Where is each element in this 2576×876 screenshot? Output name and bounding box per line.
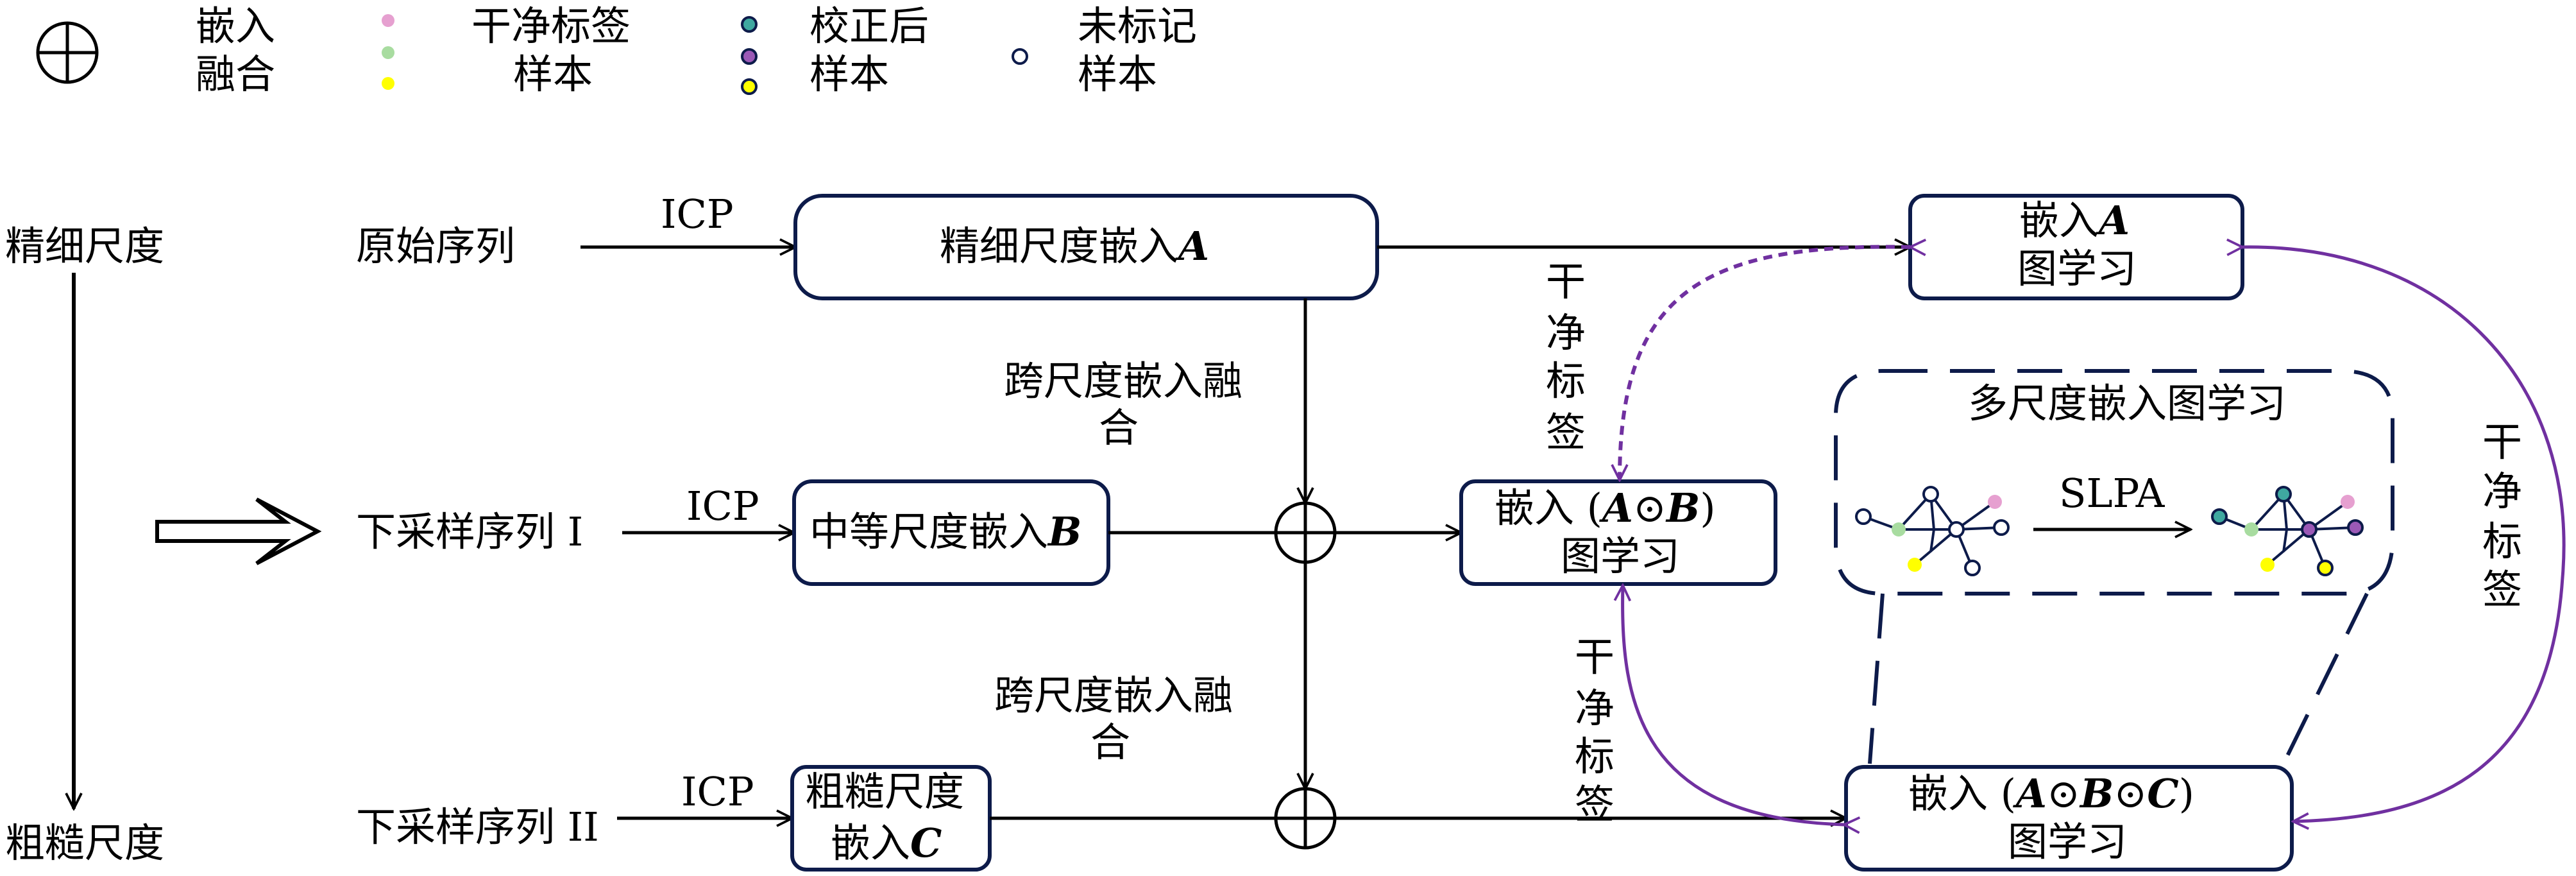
svg-text:标: 标 xyxy=(2482,518,2522,565)
svg-text:干: 干 xyxy=(2482,418,2522,465)
graph-ab-label-1: 嵌入 (A⊙B) xyxy=(1495,485,1716,531)
yellow-dot-icon xyxy=(382,77,394,90)
icp-label-2: ICP xyxy=(686,483,759,529)
legend-clean-label-2: 样本 xyxy=(513,51,593,98)
graph-abc-box: 嵌入 (A⊙B⊙C) 图学习 xyxy=(1844,765,2294,872)
fusion-symbol-icon xyxy=(36,21,99,84)
medium-embedding-label: 中等尺度嵌入B xyxy=(809,508,1081,555)
svg-text:净: 净 xyxy=(2482,468,2522,515)
legend-corrected-label-1: 校正后 xyxy=(809,3,929,49)
teal-dot-icon xyxy=(741,16,758,33)
clean-label-dotted-link xyxy=(1620,247,1910,480)
legend: 嵌入 融合 干净标签 样本 校正后 样本 未标记 样本 xyxy=(36,3,1197,98)
graph-ab-box: 嵌入 (A⊙B) 图学习 xyxy=(1459,479,1777,586)
svg-text:标: 标 xyxy=(1575,733,1614,780)
coarse-embedding-label-1: 粗糙尺度 xyxy=(805,768,964,815)
graph-a-label-2: 图学习 xyxy=(2017,245,2137,292)
svg-text:标: 标 xyxy=(1546,357,1586,404)
icp-label-3: ICP xyxy=(681,768,754,815)
fine-scale-label: 精细尺度 xyxy=(5,223,164,270)
fine-embedding-box: 精细尺度嵌入A xyxy=(793,194,1379,300)
downsample-sequence-2-label: 下采样序列 II xyxy=(356,803,599,850)
cross-fusion-label-2a: 跨尺度嵌入融 xyxy=(994,672,1233,719)
graph-abc-label-2: 图学习 xyxy=(2008,818,2127,865)
original-sequence-label: 原始序列 xyxy=(356,223,515,270)
svg-text:干: 干 xyxy=(1546,258,1586,305)
legend-clean-label-1: 干净标签 xyxy=(471,3,631,49)
legend-fusion-label-1: 嵌入 xyxy=(196,3,275,49)
graph-before-slpa-icon xyxy=(1855,486,2010,576)
svg-text:签: 签 xyxy=(2482,566,2522,613)
svg-text:签: 签 xyxy=(1575,781,1614,828)
violet-dot-icon xyxy=(741,48,758,65)
clean-label-link-right xyxy=(2242,247,2566,821)
legend-corrected-label-2: 样本 xyxy=(809,51,889,98)
svg-text:净: 净 xyxy=(1546,309,1586,356)
coarse-scale-label: 粗糙尺度 xyxy=(5,820,164,866)
graph-after-slpa-icon xyxy=(2211,486,2364,576)
slpa-label: SLPA xyxy=(2059,470,2165,517)
fusion-node-2 xyxy=(1274,787,1337,850)
downsample-sequence-1-label: 下采样序列 I xyxy=(356,508,583,555)
icp-label-1: ICP xyxy=(661,191,734,237)
cross-fusion-label-1b: 合 xyxy=(1099,404,1139,451)
clean-label-vertical-3: 干 净 标 签 xyxy=(2482,418,2522,613)
coarse-embedding-label-2: 嵌入C xyxy=(831,820,942,866)
svg-text:干: 干 xyxy=(1575,633,1614,680)
pink-dot-icon xyxy=(382,14,394,27)
legend-fusion-label-2: 融合 xyxy=(196,51,275,98)
clean-label-vertical-1: 干 净 标 签 xyxy=(1546,258,1586,456)
multi-scale-title: 多尺度嵌入图学习 xyxy=(1968,380,2286,427)
multi-scale-panel xyxy=(1834,369,2394,765)
clean-label-link-bottom xyxy=(1623,585,1844,825)
svg-text:签: 签 xyxy=(1546,409,1586,456)
unlabeled-dot-icon xyxy=(1012,48,1028,65)
graph-ab-label-2: 图学习 xyxy=(1561,533,1680,580)
legend-unlabeled-label-1: 未标记 xyxy=(1078,3,1197,49)
cross-fusion-label-2b: 合 xyxy=(1090,719,1130,766)
cross-fusion-label-1a: 跨尺度嵌入融 xyxy=(1004,357,1242,404)
medium-embedding-box: 中等尺度嵌入B xyxy=(792,479,1110,586)
green-dot-icon xyxy=(382,46,394,59)
graph-a-box: 嵌入A 图学习 xyxy=(1908,194,2244,300)
fusion-node-1 xyxy=(1274,501,1337,564)
yellow-ring-dot-icon xyxy=(741,78,758,95)
hollow-arrow-icon xyxy=(155,497,322,565)
graph-abc-label-1: 嵌入 (A⊙B⊙C) xyxy=(1908,770,2194,817)
graph-a-label-1: 嵌入A xyxy=(2019,197,2130,244)
legend-unlabeled-label-2: 样本 xyxy=(1078,51,1157,98)
fine-embedding-label: 精细尺度嵌入A xyxy=(940,223,1209,270)
svg-text:净: 净 xyxy=(1575,685,1614,732)
coarse-embedding-box: 粗糙尺度 嵌入C xyxy=(790,765,992,872)
clean-label-vertical-2: 干 净 标 签 xyxy=(1575,633,1614,828)
